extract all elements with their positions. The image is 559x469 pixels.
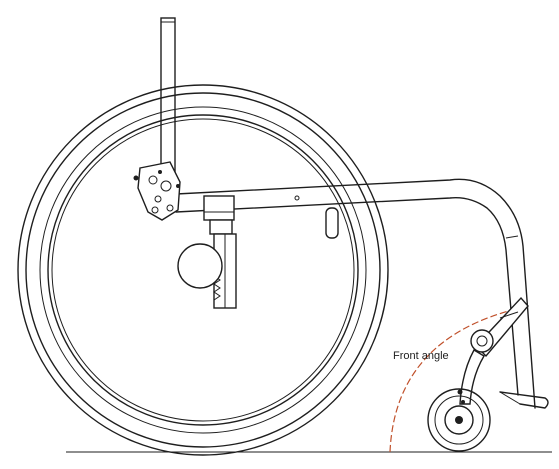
main-frame — [175, 178, 536, 409]
rear-wheel — [17, 84, 389, 456]
push-rim — [39, 106, 367, 434]
frame-bolt — [294, 195, 300, 201]
axle-plate — [133, 161, 181, 221]
hub-disc — [177, 243, 223, 289]
front-angle-label: Front angle — [393, 350, 449, 362]
footrest — [499, 391, 549, 409]
rear-tire-outer — [17, 84, 389, 456]
axle-clamp — [203, 195, 237, 309]
caster-fork — [457, 296, 529, 414]
caster-wheel — [427, 388, 491, 452]
frame-stop — [325, 207, 339, 239]
front-angle-arc — [389, 307, 521, 453]
